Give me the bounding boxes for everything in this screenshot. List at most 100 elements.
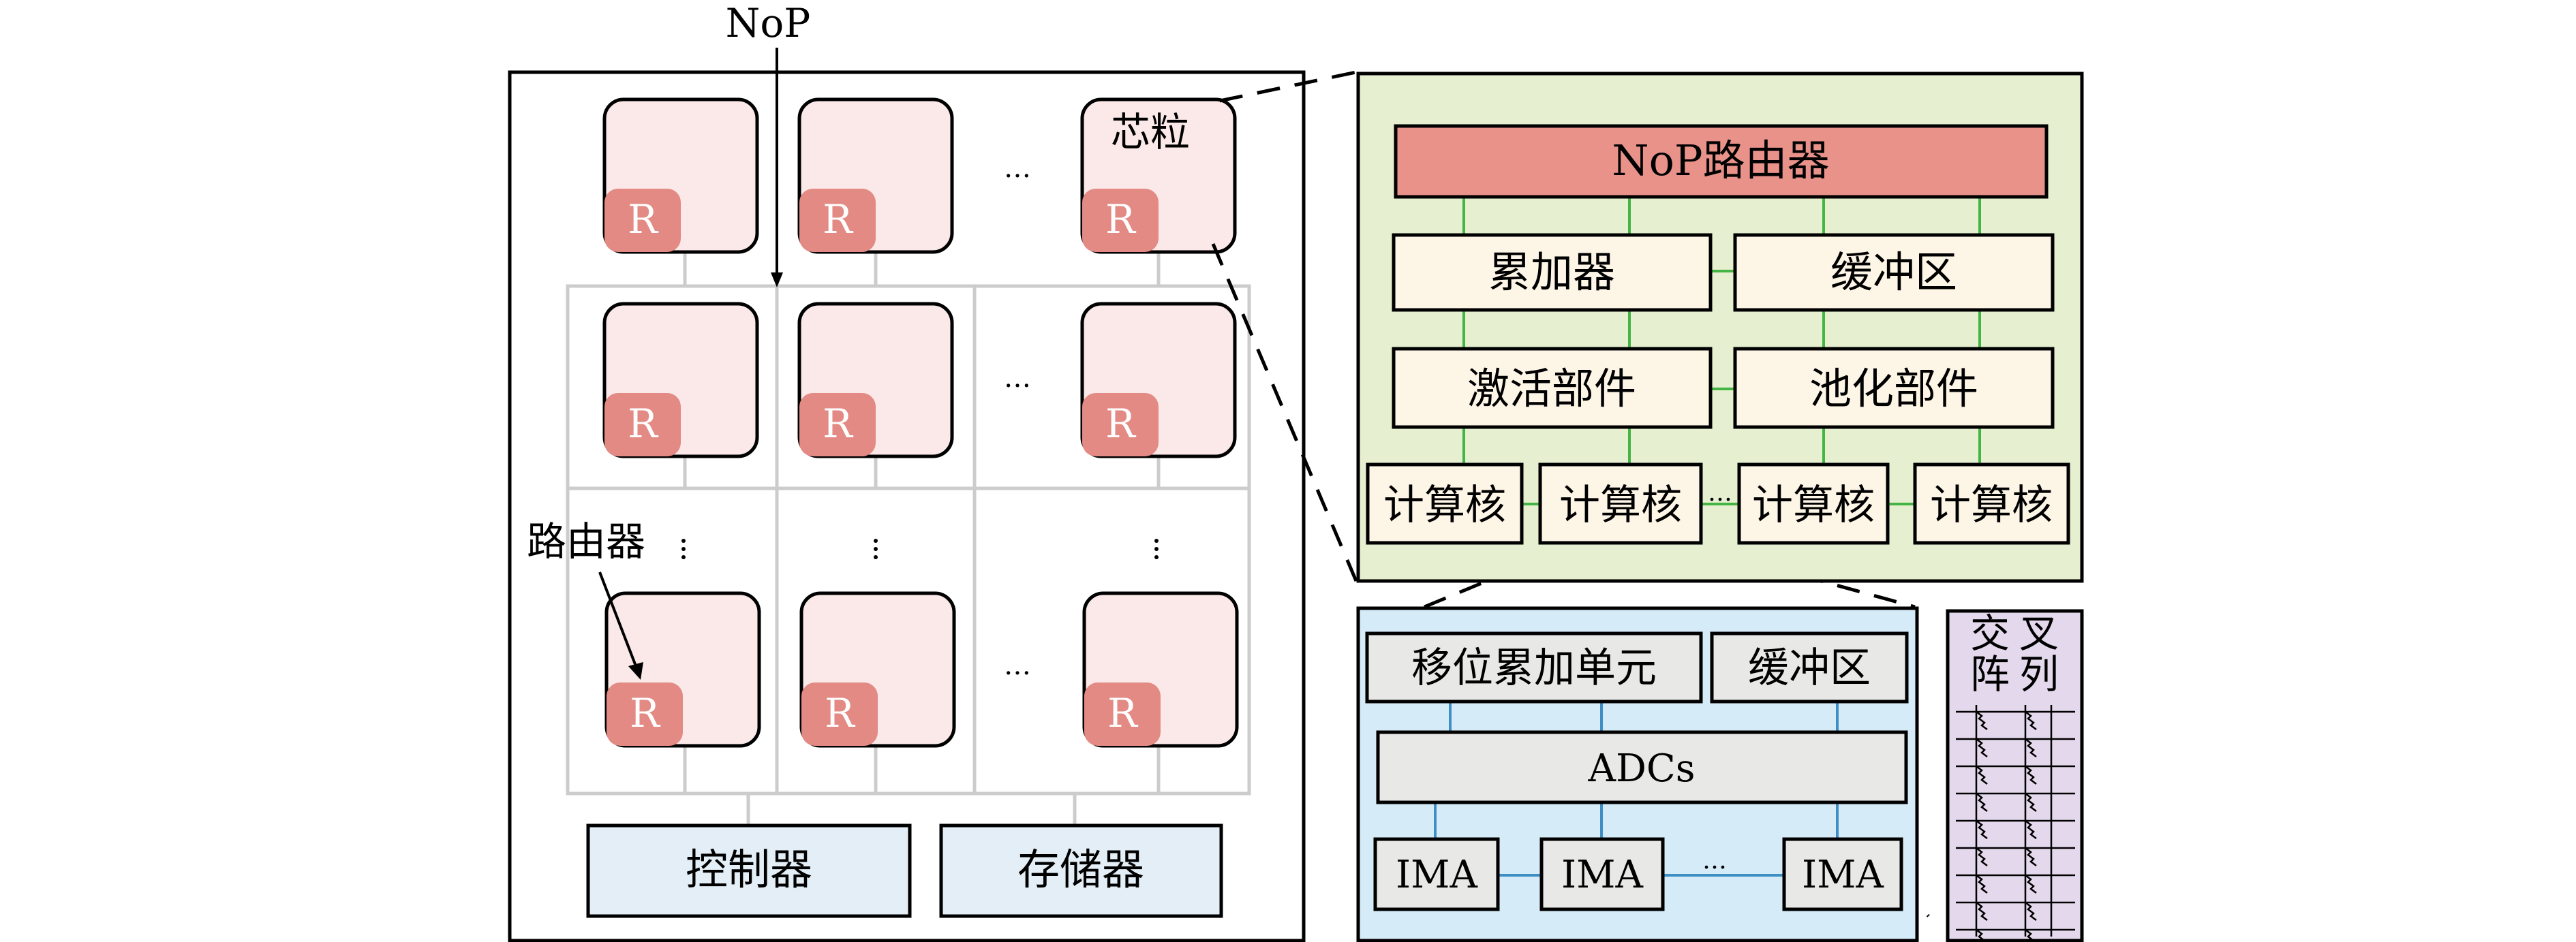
crossbar-cell — [1976, 793, 1988, 812]
crossbar-cell — [1976, 929, 1986, 942]
compute-core-label: 计算核 — [1930, 482, 2053, 529]
shift-add-box — [1365, 631, 1703, 704]
ellipsis-row3: … — [1004, 650, 1031, 681]
ima-box-2 — [1539, 837, 1665, 911]
package-panel: R R … R 芯粒 R R … R — [508, 70, 1306, 942]
package-grid — [566, 252, 1251, 826]
chiplet-r2-c2: R — [797, 302, 954, 458]
chiplet-r1-c3: R 芯粒 — [1080, 97, 1237, 254]
crossbar-cell — [2025, 711, 2037, 730]
crossbar-cell — [2025, 738, 2037, 757]
compute-core-label: 计算核 — [1559, 482, 1682, 529]
router-badge — [799, 393, 876, 456]
buffer-box — [1733, 233, 2055, 312]
router-tag: R — [628, 401, 659, 447]
core-buffer-box — [1710, 631, 1909, 704]
router-badge — [1084, 682, 1161, 746]
crossbar-label-char: 列 — [2019, 651, 2059, 697]
router-badge — [1082, 393, 1159, 456]
compute-core-label: 计算核 — [1383, 482, 1506, 529]
memory-box — [939, 823, 1223, 918]
accumulator-box — [1392, 233, 1713, 312]
chiplet-r3-c2: R — [799, 591, 956, 748]
crossbar-cell — [1976, 820, 1988, 839]
core-detail-panel: 移位累加单元 缓冲区 ADCs IMA IMA … IMA — [1356, 606, 1919, 942]
shift-add-label: 移位累加单元 — [1411, 644, 1657, 692]
router-tag: R — [1107, 690, 1139, 736]
router-badge — [1082, 189, 1159, 252]
crossbar-cell — [2025, 902, 2037, 921]
crossbar-label-char: 阵 — [1970, 651, 2010, 697]
adcs-label: ADCs — [1588, 747, 1696, 791]
crossbar-label-char: 交 — [1970, 610, 2010, 657]
chiplet-r3-c1: R — [604, 591, 761, 748]
router-tag: R — [823, 401, 854, 447]
compute-core-4 — [1913, 462, 2070, 545]
router-tag: R — [1105, 401, 1137, 447]
crossbar-label-char: 叉 — [2019, 610, 2059, 657]
crossbar-cell — [1976, 738, 1988, 757]
crossbar-panel: 交 叉 阵 列 — [1946, 609, 2084, 942]
router-badge — [799, 189, 876, 252]
ellipsis-row1: … — [1004, 153, 1031, 184]
compute-core-2 — [1538, 462, 1703, 545]
chiplet-r3-c3: R — [1082, 591, 1239, 748]
router-badge — [607, 682, 683, 746]
router-badge — [801, 682, 878, 746]
crossbar-cell — [1976, 875, 1988, 894]
nop-router-box — [1394, 124, 2049, 199]
activation-box — [1392, 347, 1713, 429]
nop-router-label: NoP路由器 — [1612, 136, 1829, 185]
activation-label: 激活部件 — [1467, 364, 1636, 413]
chiplet-detail-panel: NoP路由器 累加器 缓冲区 激活部件 池化部件 计算核 计算核 … 计算核 计… — [1356, 72, 2084, 583]
adcs-box — [1376, 730, 1908, 804]
router-badge — [604, 189, 681, 252]
core-buffer-label: 缓冲区 — [1748, 644, 1871, 692]
crossbar-grid — [1956, 705, 2075, 942]
crossbar-cell — [2025, 847, 2037, 866]
ima-label: IMA — [1802, 853, 1884, 897]
crossbar-cell — [2025, 793, 2037, 812]
buffer-label: 缓冲区 — [1830, 247, 1957, 297]
router-tag: R — [628, 196, 659, 242]
pooling-label: 池化部件 — [1809, 364, 1978, 413]
nop-label: NoP — [726, 0, 811, 46]
compute-core-3 — [1737, 462, 1890, 545]
chiplet-r1-c2: R — [797, 97, 954, 254]
ellipsis-ima: … — [1702, 847, 1727, 875]
ima-label: IMA — [1396, 853, 1477, 897]
router-callout-label: 路由器 — [527, 518, 645, 565]
router-tag: R — [1105, 196, 1137, 242]
crossbar-cell — [2025, 820, 2037, 839]
vertical-ellipsis — [681, 539, 1159, 559]
ima-label: IMA — [1561, 853, 1643, 897]
compute-core-1 — [1366, 462, 1524, 545]
router-tag: R — [823, 196, 854, 242]
accumulator-label: 累加器 — [1488, 247, 1615, 297]
crossbar-cell — [1976, 902, 1988, 921]
blue-wires — [1434, 702, 1839, 877]
ima-box-1 — [1373, 837, 1500, 911]
router-badge — [604, 393, 681, 456]
chiplet-label: 芯粒 — [1111, 109, 1190, 155]
router-tag: R — [630, 690, 661, 736]
chiplet-r2-c1: R — [602, 302, 759, 458]
ima-box-3 — [1782, 837, 1903, 911]
crossbar-cell — [2025, 766, 2037, 785]
memory-label: 存储器 — [1017, 845, 1144, 894]
chiplet-r1-c1: R — [602, 97, 759, 254]
controller-box — [586, 823, 912, 918]
crossbar-cell — [1976, 711, 1988, 730]
nop-arrowhead — [771, 272, 783, 287]
compute-core-label: 计算核 — [1752, 482, 1875, 529]
router-callout-arrow — [598, 571, 639, 670]
crossbar-cell — [1976, 847, 1988, 866]
router-callout-arrowhead — [628, 662, 643, 680]
router-tag: R — [825, 690, 856, 736]
crossbar-cell — [1976, 766, 1988, 785]
green-wires — [1462, 197, 1981, 505]
ellipsis-cores: … — [1708, 479, 1732, 507]
controller-label: 控制器 — [686, 845, 812, 894]
pooling-box — [1733, 347, 2055, 429]
